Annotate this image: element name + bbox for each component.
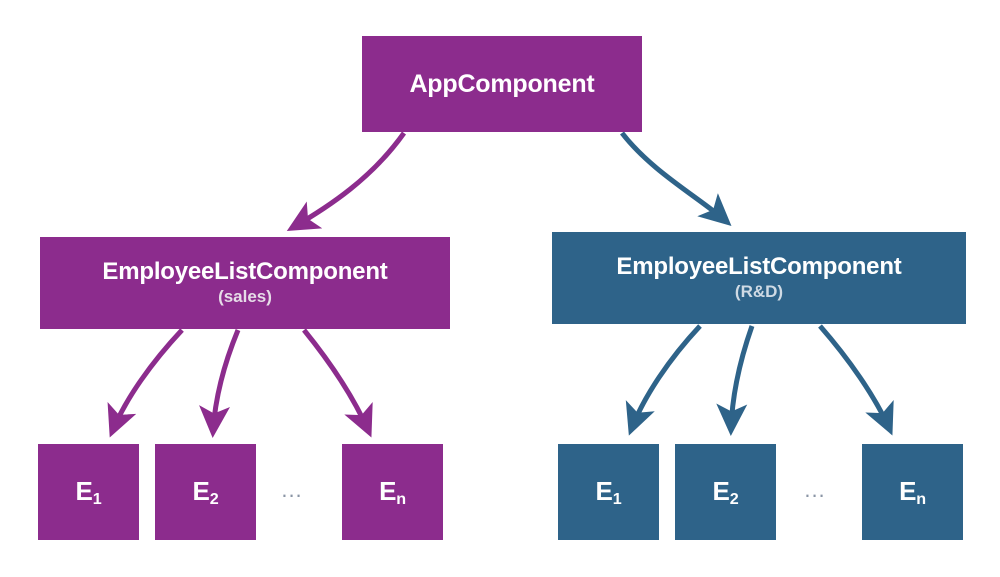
node-app-component-label: AppComponent xyxy=(409,69,595,98)
edge-sales-to-en xyxy=(302,328,373,438)
edge-sales-to-e2 xyxy=(199,329,241,438)
node-employee-rnd-2-subscript: 2 xyxy=(729,490,739,509)
node-employee-rnd-1-letter: E xyxy=(595,476,613,507)
node-employee-sales-2-subscript: 2 xyxy=(209,490,219,509)
node-employee-rnd-n-label: En xyxy=(899,476,926,509)
node-employee-rnd-2[interactable]: E2 xyxy=(675,444,776,540)
edge-rnd-to-en xyxy=(818,324,894,436)
node-employee-rnd-2-label: E2 xyxy=(712,476,739,509)
edge-app-to-sales xyxy=(286,131,407,232)
node-employee-rnd-n-letter: E xyxy=(899,476,917,507)
node-employee-rnd-1-subscript: 1 xyxy=(612,490,622,509)
node-employee-rnd-2-letter: E xyxy=(712,476,730,507)
node-employee-rnd-n-subscript: n xyxy=(916,490,926,509)
node-employee-list-component-rnd-sublabel: (R&D) xyxy=(734,281,784,301)
node-employee-sales-2-label: E2 xyxy=(192,476,219,509)
node-employee-list-component-rnd-label: EmployeeListComponent xyxy=(616,252,902,280)
node-employee-sales-n-letter: E xyxy=(379,476,397,507)
node-employee-sales-1-subscript: 1 xyxy=(92,490,102,509)
node-employee-rnd-1-label: E1 xyxy=(595,476,622,509)
node-employee-rnd-1[interactable]: E1 xyxy=(558,444,659,540)
ellipsis-rnd: ... xyxy=(804,477,826,502)
node-employee-list-component-sales-label: EmployeeListComponent xyxy=(102,257,388,285)
edge-app-to-rnd xyxy=(620,131,732,226)
node-employee-sales-2[interactable]: E2 xyxy=(155,444,256,540)
node-employee-sales-1[interactable]: E1 xyxy=(38,444,139,540)
node-employee-list-component-sales[interactable]: EmployeeListComponent (sales) xyxy=(40,237,450,329)
node-employee-sales-1-letter: E xyxy=(75,476,93,507)
node-employee-list-component-rnd[interactable]: EmployeeListComponent (R&D) xyxy=(552,232,966,324)
node-employee-sales-1-label: E1 xyxy=(75,476,102,509)
node-employee-sales-n-subscript: n xyxy=(396,490,406,509)
ellipsis-sales: ... xyxy=(281,477,303,502)
node-employee-list-component-sales-sublabel: (sales) xyxy=(218,286,272,306)
node-employee-sales-2-letter: E xyxy=(192,476,210,507)
edge-rnd-to-e1 xyxy=(625,324,702,436)
node-employee-rnd-n[interactable]: En xyxy=(862,444,963,540)
node-employee-sales-n[interactable]: En xyxy=(342,444,443,540)
node-app-component[interactable]: AppComponent xyxy=(362,36,642,132)
edge-sales-to-e1 xyxy=(107,328,184,438)
edge-rnd-to-e2 xyxy=(716,325,755,436)
node-employee-sales-n-label: En xyxy=(379,476,406,509)
